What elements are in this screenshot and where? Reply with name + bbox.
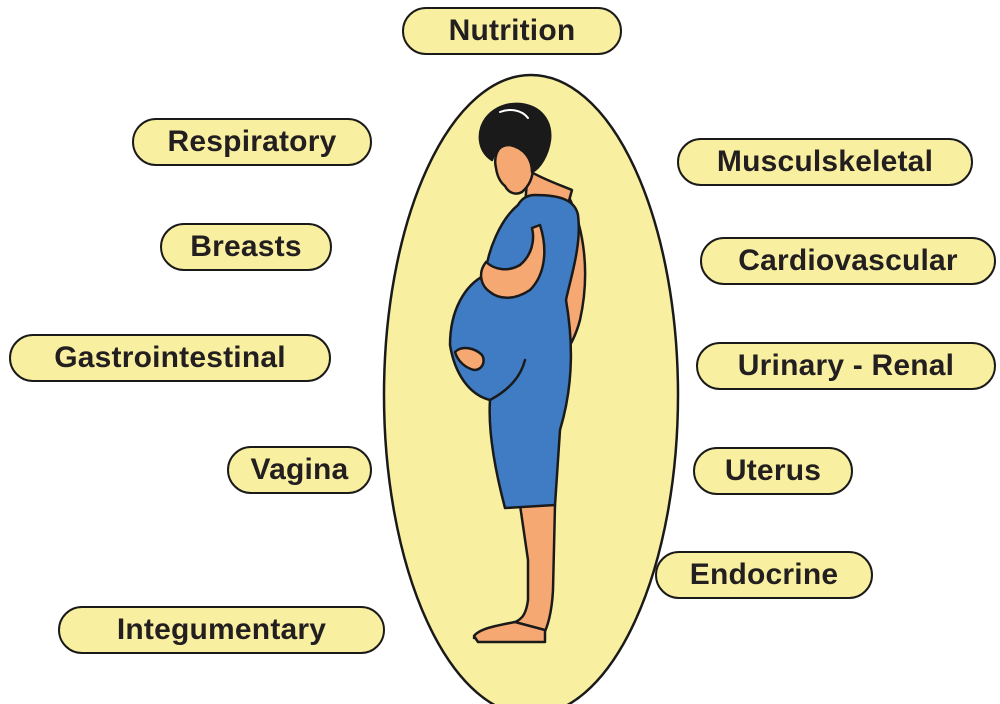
- label-breasts: Breasts: [160, 223, 332, 271]
- label-gastrointestinal: Gastrointestinal: [9, 334, 331, 382]
- label-uterus: Uterus: [693, 447, 853, 495]
- label-endocrine: Endocrine: [655, 551, 873, 599]
- label-vagina: Vagina: [227, 446, 372, 494]
- label-nutrition: Nutrition: [402, 7, 622, 55]
- label-respiratory: Respiratory: [132, 118, 372, 166]
- label-urinary-renal: Urinary - Renal: [696, 342, 996, 390]
- label-integumentary: Integumentary: [58, 606, 385, 654]
- label-cardiovascular: Cardiovascular: [700, 237, 996, 285]
- label-musculoskeletal: Musculskeletal: [677, 138, 973, 186]
